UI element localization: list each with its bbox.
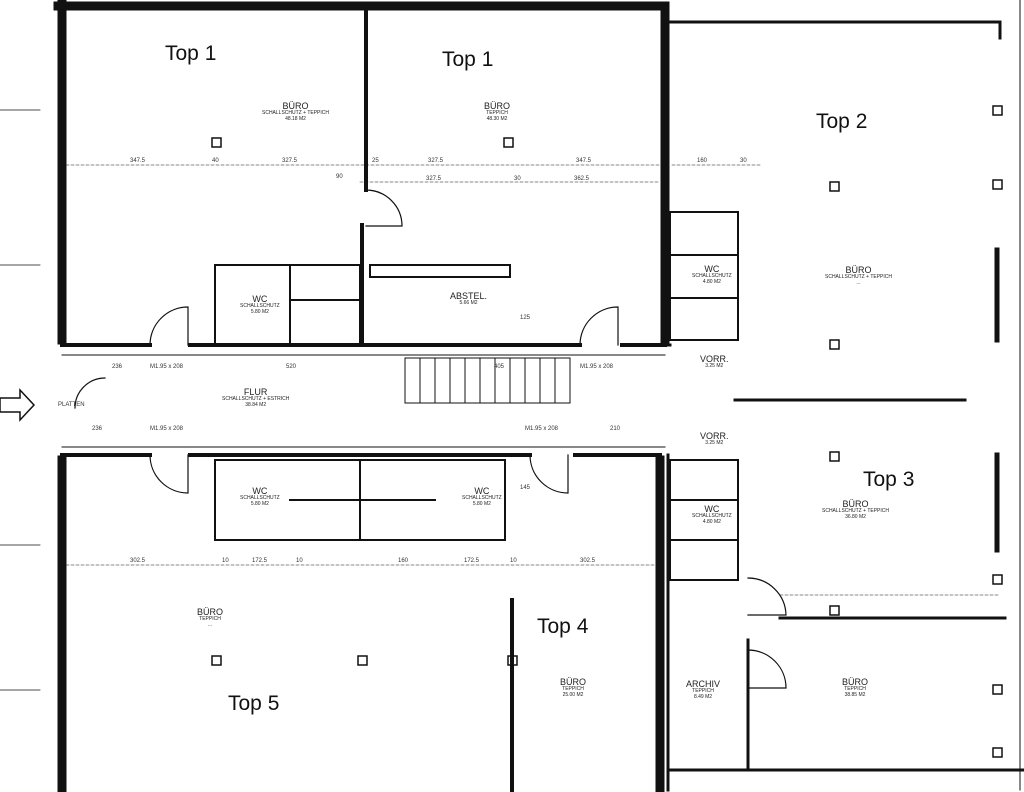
dimension-label: 362.5 [574, 176, 590, 182]
dimension-label: 327.5 [282, 158, 298, 164]
dimension-label: M1.95 x 208 [150, 364, 184, 370]
wc-block-bottom [214, 459, 506, 541]
outer-walls [53, 0, 670, 792]
room-label: ABSTEL.5.66 M2 [450, 291, 488, 307]
dimension-label: 236 [112, 364, 123, 370]
unit-label-top4: Top 4 [537, 615, 589, 638]
grid-ticks [0, 109, 41, 691]
dimension-label: 40 [212, 158, 219, 164]
dimension-label: 10 [296, 558, 303, 564]
room-label: VORR.3.25 M2 [700, 431, 729, 447]
dimension-label: 30 [514, 176, 521, 182]
dimension-label: 10 [510, 558, 517, 564]
unit-label-top1-left: Top 1 [165, 42, 217, 65]
dimension-label: M1.95 x 208 [525, 426, 559, 432]
dimension-label: 347.5 [576, 158, 592, 164]
dimension-label: 160 [398, 558, 409, 564]
dimension-lines [65, 164, 1001, 596]
unit-label-top3: Top 3 [863, 468, 915, 491]
inner-walls [60, 4, 667, 792]
dimension-label: 302.5 [580, 558, 596, 564]
unit-label-top1-right: Top 1 [442, 48, 494, 71]
unit-label-top5: Top 5 [228, 692, 280, 715]
room-label: VORR.3.25 M2 [700, 354, 729, 370]
dimension-label: PLATTEN [58, 402, 85, 408]
columns [211, 105, 1003, 758]
dimension-label: 347.5 [130, 158, 146, 164]
dimension-label: 172.5 [464, 558, 480, 564]
stair [404, 357, 571, 404]
dimension-label: 30 [740, 158, 747, 164]
dimension-label: 210 [610, 426, 621, 432]
entrance-arrow-icon [0, 388, 36, 422]
dimension-label: 90 [336, 174, 343, 180]
dimension-label: 172.5 [252, 558, 268, 564]
right-block-walls [666, 0, 1024, 792]
wc-block-top [214, 264, 511, 346]
corridor-lines [61, 354, 666, 448]
dimension-label: 10 [222, 558, 229, 564]
dimension-label: M1.95 x 208 [580, 364, 614, 370]
dimension-label: 520 [286, 364, 297, 370]
door-swings [74, 189, 787, 689]
dimension-label: 25 [372, 158, 379, 164]
dimension-label: 302.5 [130, 558, 146, 564]
dimension-label: 236 [92, 426, 103, 432]
dimension-label: M1.95 x 208 [150, 426, 184, 432]
dimension-label: 327.5 [428, 158, 444, 164]
unit-label-top2: Top 2 [816, 110, 868, 133]
dimension-label: 405 [494, 364, 505, 370]
dimension-label: 125 [520, 315, 531, 321]
dimension-label: 160 [697, 158, 708, 164]
dimension-label: 327.5 [426, 176, 442, 182]
dimension-label: 145 [520, 485, 531, 491]
